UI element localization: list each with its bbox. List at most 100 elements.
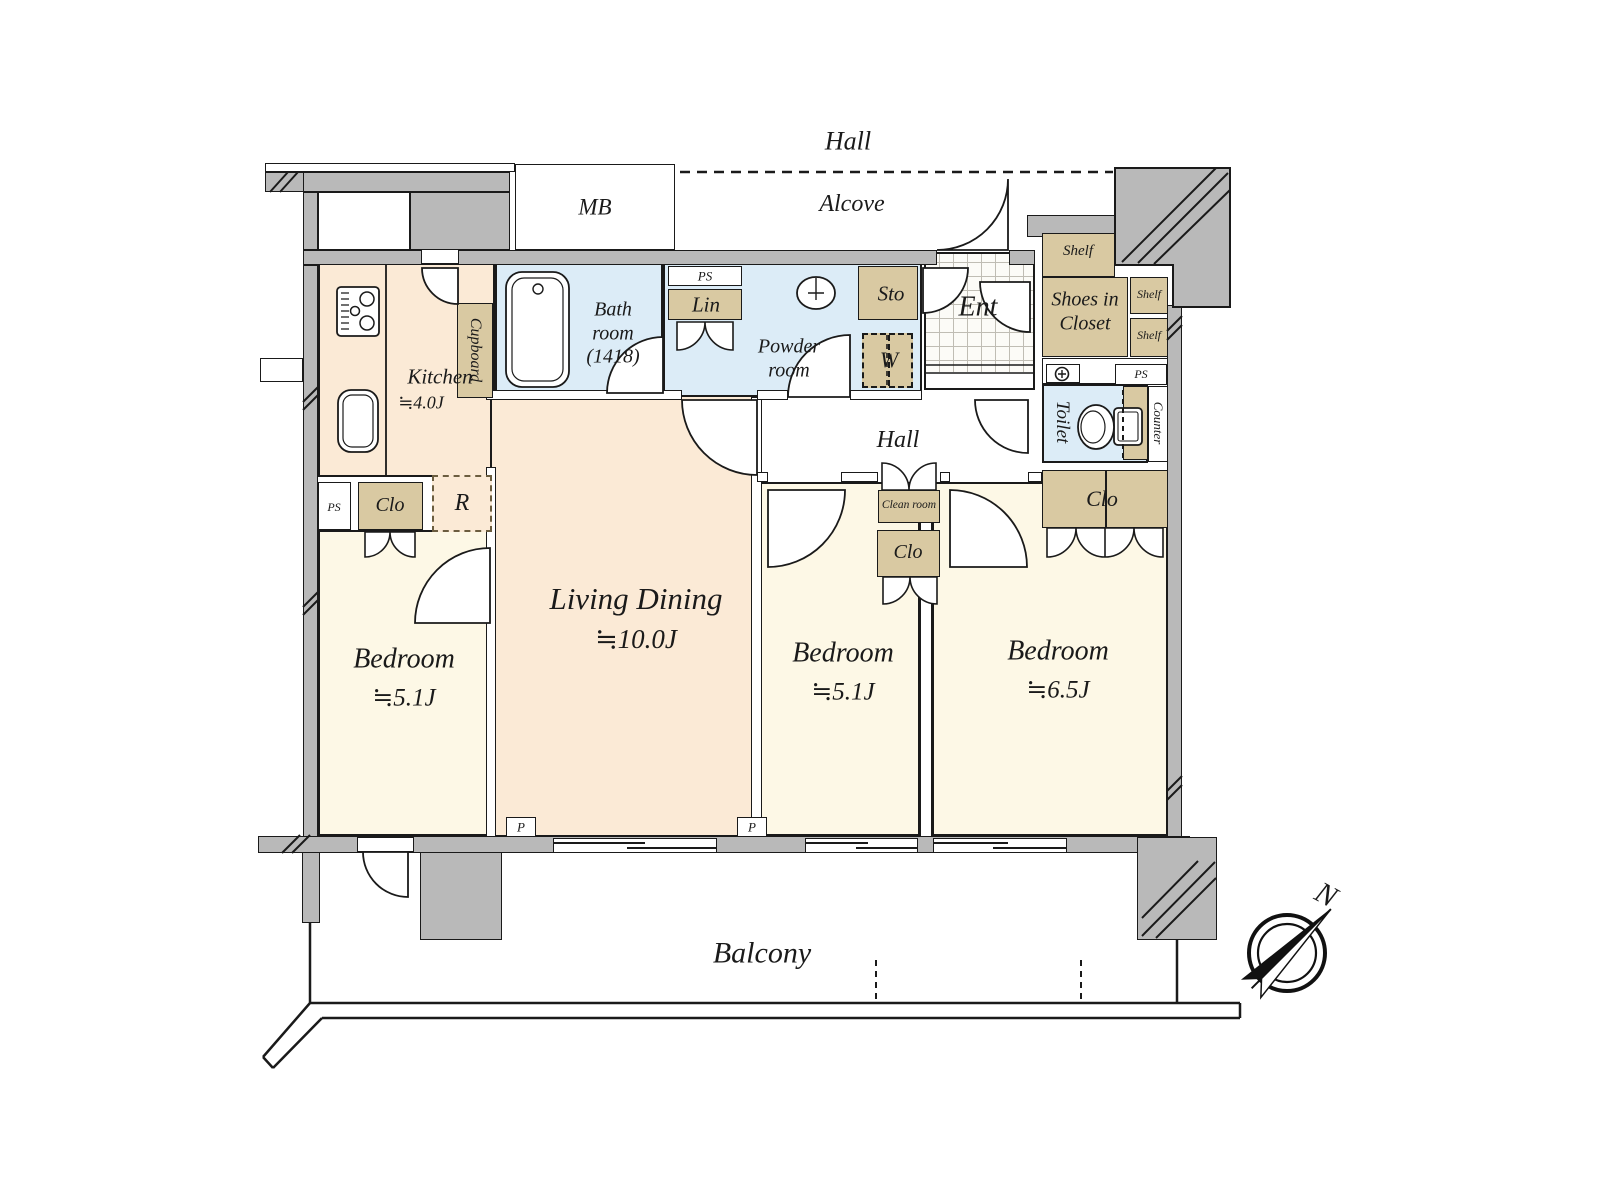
wall-top-b (458, 250, 937, 265)
bathroom-name: Bath room (592, 298, 634, 345)
compass-north-label: N (1309, 875, 1343, 915)
bedroom-right-label: Bedroom ≒6.5J (1007, 635, 1109, 706)
window-bedroom-right (933, 838, 1067, 853)
shelf-top-box (1042, 233, 1115, 277)
alcove-label: Alcove (819, 190, 885, 217)
washer-label: W (879, 347, 899, 373)
closet-bedroom-right (1042, 470, 1168, 528)
entrance-label: Ent (958, 291, 998, 323)
closet-bedroom-left (358, 482, 423, 530)
entrance-step (926, 372, 1033, 388)
meter-box (515, 164, 675, 250)
toilet-door-swing (974, 399, 1029, 454)
front-door-swing (936, 178, 1009, 251)
ps-left-label: PS (327, 499, 341, 514)
wall-top-left-chunk (410, 192, 510, 250)
shelf-top-label: Shelf (1063, 243, 1093, 260)
kitchen-size-label: ≒4.0J (398, 392, 444, 413)
toilet-label: Toilet (1052, 400, 1073, 444)
wall-left-stub (302, 852, 320, 923)
bedroom-left-size: ≒5.1J (372, 684, 436, 712)
bedroom-right-name: Bedroom (1007, 635, 1109, 667)
bathroom-size: (1418) (586, 345, 640, 368)
closet-right-label: Clo (1086, 486, 1118, 512)
cupboard-label: Cupboard (467, 317, 484, 383)
counter-label-strip (1148, 386, 1168, 462)
wall-powder-ld (486, 390, 682, 400)
wall-bedtop-b (841, 472, 878, 482)
balcony-label: Balcony (712, 936, 812, 970)
bathroom-label: Bath room (1418) (577, 299, 649, 370)
storage-box (858, 266, 918, 320)
window-pane (993, 847, 1066, 849)
pillar-label-1: P (517, 819, 525, 835)
wall-bedtop-c (940, 472, 950, 482)
washer-divider (888, 335, 890, 386)
ps-bath-label: PS (697, 268, 713, 284)
counter-label: Counter (1151, 401, 1166, 445)
wall-left (303, 265, 318, 852)
ps-box-left (318, 482, 351, 530)
hall-upper-label: Hall (824, 126, 872, 156)
wall-bottom-right-block (1137, 837, 1217, 940)
balcony-partition-dashed (875, 960, 1082, 1001)
window-pane (934, 842, 1008, 844)
bedroom-left-label: Bedroom ≒5.1J (353, 643, 455, 714)
closet-divider (1105, 471, 1107, 527)
bedroom-left-name: Bedroom (353, 643, 455, 675)
living-dining-name: Living Dining (549, 580, 723, 616)
washlet-control-box (1046, 364, 1080, 383)
ps-box-bath (668, 266, 742, 286)
wall-top-left-side (303, 192, 318, 250)
left-wall-bump (260, 358, 303, 382)
ps-box-toilet (1115, 364, 1167, 385)
shoes-in-closet-label: Shoes in Closet (1051, 288, 1119, 334)
closet-left-label: Clo (375, 494, 405, 517)
counter-box (1123, 386, 1148, 460)
pillar-box-1 (506, 817, 536, 837)
shelf-right-label-2: Shelf (1137, 327, 1161, 342)
shoes-in-closet-box (1042, 277, 1128, 357)
wall-hall-top-a (757, 390, 788, 400)
wall-top-c (1009, 250, 1035, 265)
balcony-door-opening (357, 837, 414, 852)
storage-label: Sto (877, 281, 905, 306)
meter-box-label: MB (578, 194, 612, 220)
refrigerator-space (432, 475, 492, 532)
ps-toilet-label: PS (1134, 366, 1148, 381)
wall-bedtop-a (757, 472, 768, 482)
bedroom-right-size: ≒6.5J (1026, 676, 1090, 704)
window-bedroom-middle (805, 838, 918, 853)
wall-top-left-strip (303, 172, 510, 192)
pillar-label-2: P (748, 819, 756, 835)
linen-box (668, 289, 742, 320)
kitchen-name-label: Kitchen (407, 364, 473, 389)
wall-ld-hall (751, 397, 762, 837)
wall-pillar-balcony (420, 852, 502, 940)
hall-middle-label: Hall (876, 426, 920, 453)
refrigerator-label: R (454, 489, 470, 516)
wall-right (1167, 305, 1182, 837)
cupboard-box (457, 303, 493, 398)
closet-middle-label: Clo (893, 541, 923, 564)
window-pane (554, 842, 645, 844)
wall-bedtop-d (1028, 472, 1042, 482)
balcony-door-swing (362, 851, 409, 898)
window-pane (626, 847, 716, 849)
top-left-notch (318, 192, 410, 250)
shelf-right-label-1: Shelf (1137, 286, 1161, 301)
bedroom-middle-label: Bedroom ≒5.1J (792, 637, 894, 708)
living-dining-label: Living Dining ≒10.0J (549, 581, 722, 655)
clean-room-label: Clean room (881, 499, 937, 512)
top-edge-line (265, 163, 515, 172)
pillar-box-2 (737, 817, 767, 837)
bedroom-middle-size: ≒5.1J (811, 678, 875, 706)
linen-label: Lin (691, 292, 721, 317)
wall-br1-ld (486, 467, 496, 837)
window-pane (855, 847, 917, 849)
window-pane (806, 842, 869, 844)
powder-room-label: Powder room (757, 335, 821, 381)
wall-hall-top-b (850, 390, 922, 400)
living-dining-size: ≒10.0J (595, 623, 677, 654)
